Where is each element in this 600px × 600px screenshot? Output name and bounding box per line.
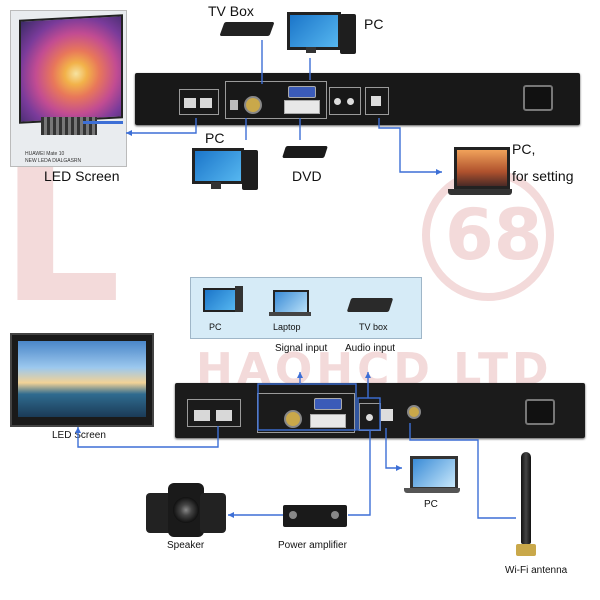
bottom-usb-port: [381, 409, 393, 421]
pc-stand-top: [306, 47, 316, 53]
pc-top-label: PC: [364, 16, 384, 32]
pc-laptop-base-bottom: [404, 488, 460, 493]
bottom-dvi-port: [310, 414, 346, 428]
bottom-ethernet-1: [194, 410, 210, 421]
dvd-label: DVD: [292, 168, 322, 184]
signal-input-frame: [257, 383, 357, 431]
bottom-ethernet-2: [216, 410, 232, 421]
top-device: [135, 73, 580, 125]
bottom-cvbs-port: [284, 410, 302, 428]
audio-port-group: [329, 87, 361, 115]
arrow-usb-laptop: [436, 169, 442, 175]
usb-b-port: [371, 96, 381, 106]
audio-out-jack: [347, 98, 354, 105]
watermark-letter: L: [0, 124, 122, 345]
panel-pc-label: PC: [209, 322, 222, 332]
arrow-usb-pc: [396, 465, 402, 471]
phone-caption-1: HUAWEI Mate 10: [25, 151, 65, 157]
line-usb-pc: [385, 428, 402, 469]
power-socket: [523, 85, 553, 111]
amp-knob-2: [331, 511, 339, 519]
power-amplifier-device: [283, 505, 347, 527]
pc-input-label: PC: [205, 130, 225, 146]
audio-input-frame: [357, 397, 381, 431]
speaker-label: Speaker: [167, 540, 205, 551]
cvbs-port: [244, 96, 262, 114]
signal-input-label: Signal input: [275, 343, 328, 354]
input-port-group: [225, 81, 327, 119]
arrow-output-led: [126, 130, 132, 136]
pc-setting-label-2: for setting: [512, 168, 574, 184]
wifi-antenna-base: [516, 544, 536, 556]
arrow-amp-speaker: [228, 512, 234, 518]
source-panel: PC Laptop TV box: [190, 277, 422, 339]
laptop-screen-setting: [454, 147, 510, 189]
pc-stand-input: [211, 182, 221, 189]
line-audio-amp: [348, 430, 371, 516]
speaker-right: [200, 493, 226, 533]
panel-pc-tower: [235, 286, 243, 312]
line-usb-laptop: [378, 118, 442, 173]
speaker-left: [146, 493, 172, 533]
ctrl-port-group: [365, 87, 389, 115]
bottom-audio-jack: [366, 414, 373, 421]
led-screen-bottom: [10, 333, 154, 427]
laptop-base-setting: [448, 189, 512, 195]
wifi-antenna: [521, 452, 531, 544]
ethernet-port-2: [200, 98, 212, 108]
speaker-device: [146, 483, 226, 537]
pc-tower-top: [340, 14, 356, 54]
arrow-bottom-led: [75, 427, 81, 433]
bottom-power-socket: [525, 399, 555, 425]
line-output-led: [126, 118, 197, 134]
phone-caption-2: NEW LEDA DIALGASRN: [25, 158, 82, 164]
vga-port: [288, 86, 316, 98]
amp-knob-1: [289, 511, 297, 519]
ethernet-port-1: [184, 98, 196, 108]
bottom-antenna-port: [407, 405, 421, 419]
usb-port: [230, 100, 238, 110]
led-screen-bottom-image: [18, 341, 146, 417]
line-bottom-output-led: [77, 426, 219, 448]
power-amplifier-label: Power amplifier: [278, 540, 347, 551]
bottom-vga-port: [314, 398, 342, 410]
pc-tower-input: [242, 150, 258, 190]
bottom-output-group: [187, 399, 241, 427]
output-port-group: [179, 89, 219, 115]
watermark-logo-number: 68: [445, 194, 543, 276]
led-screen-label-top: LED Screen: [44, 168, 120, 184]
tv-box-label: TV Box: [208, 3, 254, 19]
pc-label-bottom: PC: [424, 499, 438, 510]
wifi-antenna-label: Wi-Fi antenna: [505, 565, 568, 576]
audio-in-jack: [334, 98, 341, 105]
speaker-cone: [173, 497, 199, 523]
panel-laptop-label: Laptop: [273, 322, 301, 332]
led-cable: [83, 121, 123, 124]
panel-tvbox-label: TV box: [359, 322, 388, 332]
panel-laptop-base: [269, 312, 311, 316]
pc-setting-label-1: PC,: [512, 141, 536, 157]
line-antenna: [409, 423, 516, 519]
audio-input-label: Audio input: [345, 343, 396, 354]
dvi-port: [284, 100, 320, 114]
led-screen-photo: HUAWEI Mate 10 NEW LEDA DIALGASRN: [10, 10, 127, 167]
led-screen-label-bottom: LED Screen: [52, 430, 106, 441]
